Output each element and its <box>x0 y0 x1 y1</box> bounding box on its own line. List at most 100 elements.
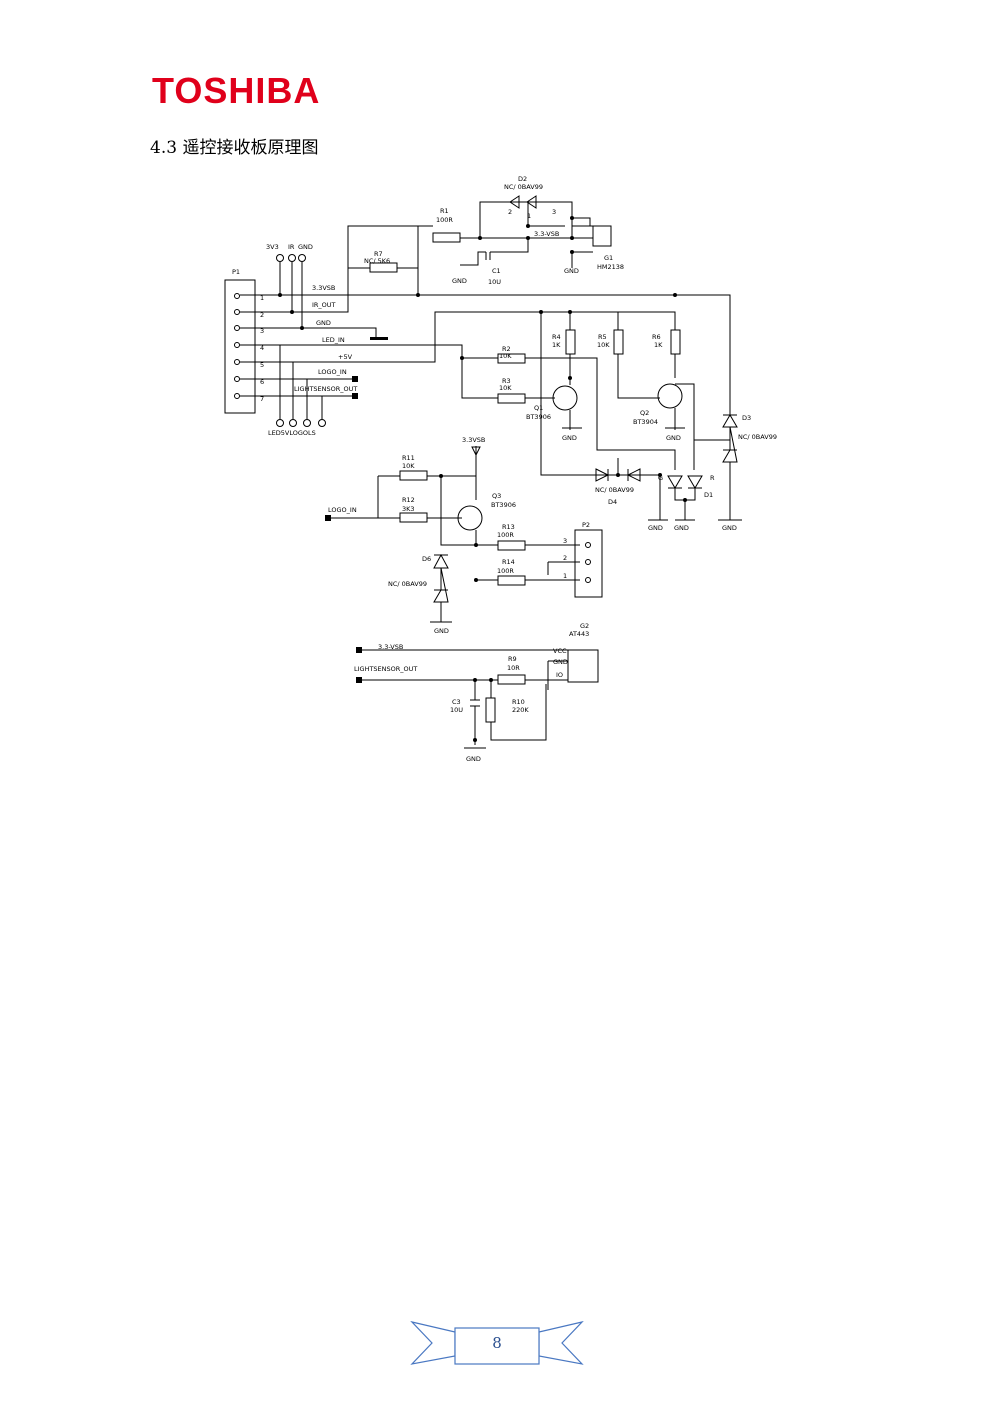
p2-label: P2 <box>582 521 590 529</box>
bottom-header-label: LED5VLOGOLS <box>268 429 316 437</box>
net-33vsb-g2: 3.3-VSB <box>378 643 403 651</box>
r9-label: R9 <box>508 655 517 663</box>
g1-part: HM2138 <box>597 263 624 271</box>
q1-part: BT3906 <box>526 413 551 421</box>
q1-gnd: GND <box>562 434 577 442</box>
r14-label: R14 <box>502 558 515 566</box>
d2-part: NC/ 0BAV99 <box>504 183 543 191</box>
d4-part: NC/ 0BAV99 <box>595 486 634 494</box>
q2-part: BT3904 <box>633 418 658 426</box>
r13-value: 100R <box>497 531 514 539</box>
hdr-ir-label: IR <box>288 243 295 251</box>
d2-pin1: 1 <box>527 212 531 220</box>
d3-gnd: GND <box>722 524 737 532</box>
q3-label: Q3 <box>492 492 501 500</box>
d6-part: NC/ 0BAV99 <box>388 580 427 588</box>
g2-part: AT443 <box>569 630 589 638</box>
d1-gnd: GND <box>674 524 689 532</box>
led-g-label: G <box>658 474 663 482</box>
c1-gnd: GND <box>452 277 467 285</box>
d3-part: NC/ 0BAV99 <box>738 433 777 441</box>
d2-pin3: 3 <box>552 208 556 216</box>
d3-label: D3 <box>742 414 751 422</box>
pin-1: 1 <box>260 294 264 302</box>
r2-label: R2 <box>502 345 511 353</box>
g1-label: G1 <box>604 254 613 262</box>
logo-in-label: LOGO_IN <box>328 506 357 514</box>
section-heading: 4.3 遥控接收板原理图 <box>150 138 319 158</box>
r10-label: R10 <box>512 698 525 706</box>
p2-pin2: 2 <box>563 554 567 562</box>
g2-io: IO <box>556 671 563 679</box>
pin-2: 2 <box>260 311 264 319</box>
net-33vsb-top: 3.3-VSB <box>534 230 559 238</box>
net-gnd: GND <box>316 319 331 327</box>
q3-part: BT3906 <box>491 501 516 509</box>
d2-pin2: 2 <box>508 208 512 216</box>
led-r-label: R <box>710 474 715 482</box>
p1-connector <box>224 279 256 414</box>
p1-label: P1 <box>232 268 240 276</box>
c1-label: C1 <box>492 267 501 275</box>
net-led-in: LED_IN <box>322 336 345 344</box>
r12-value: 3K3 <box>402 505 415 513</box>
pin-7: 7 <box>260 395 264 403</box>
r11-value: 10K <box>402 462 415 470</box>
d6-label: D6 <box>422 555 431 563</box>
net-33vsb: 3.3VSB <box>312 284 335 292</box>
r10-value: 220K <box>512 706 529 714</box>
q2-gnd: GND <box>666 434 681 442</box>
g2-vcc: VCC <box>553 647 567 655</box>
hdr-3v3-label: 3V3 <box>266 243 279 251</box>
bottom-gnd: GND <box>466 755 481 763</box>
r4-value: 1K <box>552 341 561 349</box>
p2-pin3: 3 <box>563 537 567 545</box>
pin-6: 6 <box>260 378 264 386</box>
d4-label: D4 <box>608 498 617 506</box>
page-number-ribbon <box>410 1320 584 1365</box>
r1-value: 100R <box>436 216 453 224</box>
c3-label: C3 <box>452 698 461 706</box>
r5-label: R5 <box>598 333 607 341</box>
d1-label: D1 <box>704 491 713 499</box>
net-5v: +5V <box>338 353 353 361</box>
q2-label: Q2 <box>640 409 649 417</box>
pin-5: 5 <box>260 361 264 369</box>
r13-label: R13 <box>502 523 515 531</box>
g1-gnd: GND <box>564 267 579 275</box>
g2-label: G2 <box>580 622 589 630</box>
hdr-gnd-label: GND <box>298 243 313 251</box>
r1-label: R1 <box>440 207 449 215</box>
pin-3: 3 <box>260 327 264 335</box>
net-lightsensor: LIGHTSENSOR_OUT <box>294 385 357 393</box>
r3-label: R3 <box>502 377 511 385</box>
page-number: 8 <box>492 1334 502 1352</box>
r5-value: 10K <box>597 341 610 349</box>
c3-value: 10U <box>450 706 463 714</box>
pin-4: 4 <box>260 344 264 352</box>
r7-label: R7 <box>374 250 383 258</box>
p2-pin1: 1 <box>563 572 567 580</box>
r3-value: 10K <box>499 384 512 392</box>
q1-label: Q1 <box>534 404 543 412</box>
d2-label: D2 <box>518 175 527 183</box>
r14-value: 100R <box>497 567 514 575</box>
remote-receiver-schematic: P1 3V3 IR GND 1 2 3 4 5 6 7 3.3VSB IR_OU… <box>224 175 777 763</box>
r6-label: R6 <box>652 333 661 341</box>
d6-gnd: GND <box>434 627 449 635</box>
net-lightsensor-g2: LIGHTSENSOR_OUT <box>354 665 417 673</box>
r12-label: R12 <box>402 496 415 504</box>
net-33vsb-q3: 3.3VSB <box>462 436 485 444</box>
net-logo-in: LOGO_IN <box>318 368 347 376</box>
r2-value: 10K <box>499 352 512 360</box>
r4-label: R4 <box>552 333 561 341</box>
toshiba-logo: TOSHIBA <box>152 70 321 111</box>
g2-gnd: GND <box>553 658 568 666</box>
net-ir-out: IR_OUT <box>312 301 336 309</box>
c1-value: 10U <box>488 278 501 286</box>
r11-label: R11 <box>402 454 415 462</box>
d4-gnd: GND <box>648 524 663 532</box>
r6-value: 1K <box>654 341 663 349</box>
r9-value: 10R <box>507 664 520 672</box>
r7-value: NC/ 5K6 <box>364 257 390 265</box>
